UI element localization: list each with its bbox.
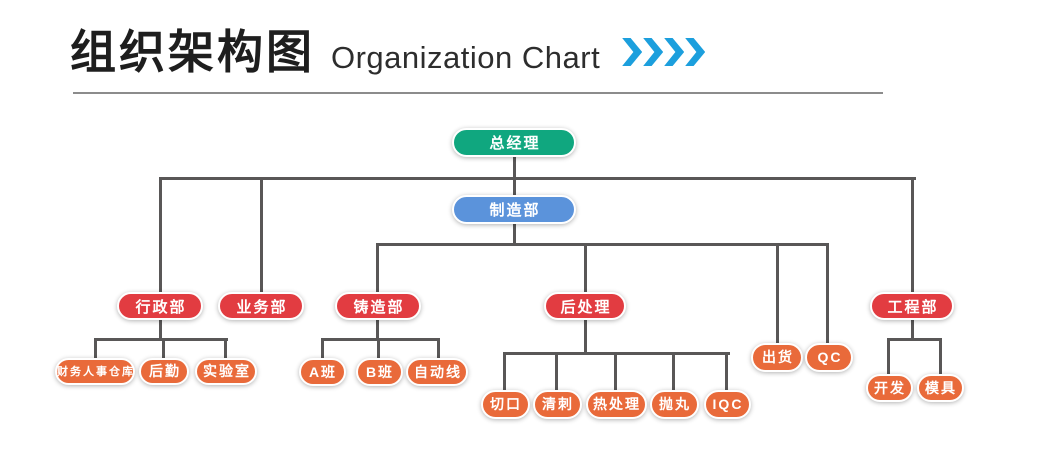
- org-node-shot-blasting: 抛丸: [649, 389, 699, 419]
- header-divider: [73, 92, 883, 94]
- connector-line: [377, 338, 380, 358]
- org-node-iqc: IQC: [703, 389, 751, 419]
- page-title-chinese: 组织架构图: [70, 26, 315, 78]
- connector-line: [584, 243, 587, 292]
- connector-line: [503, 352, 506, 390]
- org-node-development: 开发: [865, 374, 913, 402]
- connector-line: [887, 338, 942, 341]
- org-node-heat-treatment: 热处理: [585, 389, 647, 419]
- connector-line: [911, 320, 914, 340]
- org-node-admin: 行政部: [117, 292, 203, 320]
- connector-line: [725, 352, 728, 390]
- connector-line: [513, 223, 516, 245]
- connector-line: [776, 243, 779, 343]
- connector-line: [321, 338, 324, 358]
- org-node-logistics: 后勤: [139, 357, 189, 385]
- org-node-shift-a: A班: [298, 358, 346, 386]
- connector-line: [672, 352, 675, 390]
- connector-line: [94, 338, 228, 341]
- connector-line: [584, 320, 587, 355]
- org-node-business: 业务部: [218, 292, 304, 320]
- connector-line: [321, 338, 440, 341]
- connector-line: [555, 352, 558, 390]
- connector-line: [224, 338, 227, 358]
- org-node-auto-line: 自动线: [406, 358, 468, 386]
- page-header: 组织架构图 Organization Chart: [70, 16, 706, 82]
- connector-line: [887, 338, 890, 374]
- connector-line: [939, 338, 942, 374]
- connector-line: [437, 338, 440, 358]
- org-node-engineering: 工程部: [870, 292, 954, 320]
- org-node-deburring: 清刺: [532, 389, 582, 419]
- org-node-shipping: 出货: [751, 342, 803, 372]
- connector-line: [614, 352, 617, 390]
- org-node-laboratory: 实验室: [195, 357, 257, 385]
- page-title-english: Organization Chart: [331, 40, 601, 75]
- connector-line: [513, 177, 516, 195]
- org-node-casting: 铸造部: [335, 292, 421, 320]
- connector-line: [376, 320, 379, 340]
- connector-line: [159, 320, 162, 340]
- org-node-manufacturing: 制造部: [452, 194, 576, 224]
- connector-line: [162, 338, 165, 358]
- connector-line: [159, 177, 162, 292]
- connector-line: [513, 156, 516, 180]
- connector-line: [159, 177, 916, 180]
- org-node-qc: QC: [805, 342, 853, 372]
- connector-line: [94, 338, 97, 358]
- org-node-mold: 模具: [916, 374, 964, 402]
- connector-line: [376, 243, 379, 292]
- connector-line: [826, 243, 829, 343]
- org-node-shift-b: B班: [355, 358, 403, 386]
- org-node-general-manager: 总经理: [452, 127, 576, 157]
- org-node-post-processing: 后处理: [544, 292, 626, 320]
- org-node-cutting: 切口: [480, 389, 530, 419]
- connector-line: [260, 177, 263, 292]
- connector-line: [911, 177, 914, 292]
- org-node-finance-hr-warehouse: 财务人事仓库: [55, 357, 135, 385]
- connector-line: [376, 243, 829, 246]
- chevrons-icon: [622, 38, 706, 66]
